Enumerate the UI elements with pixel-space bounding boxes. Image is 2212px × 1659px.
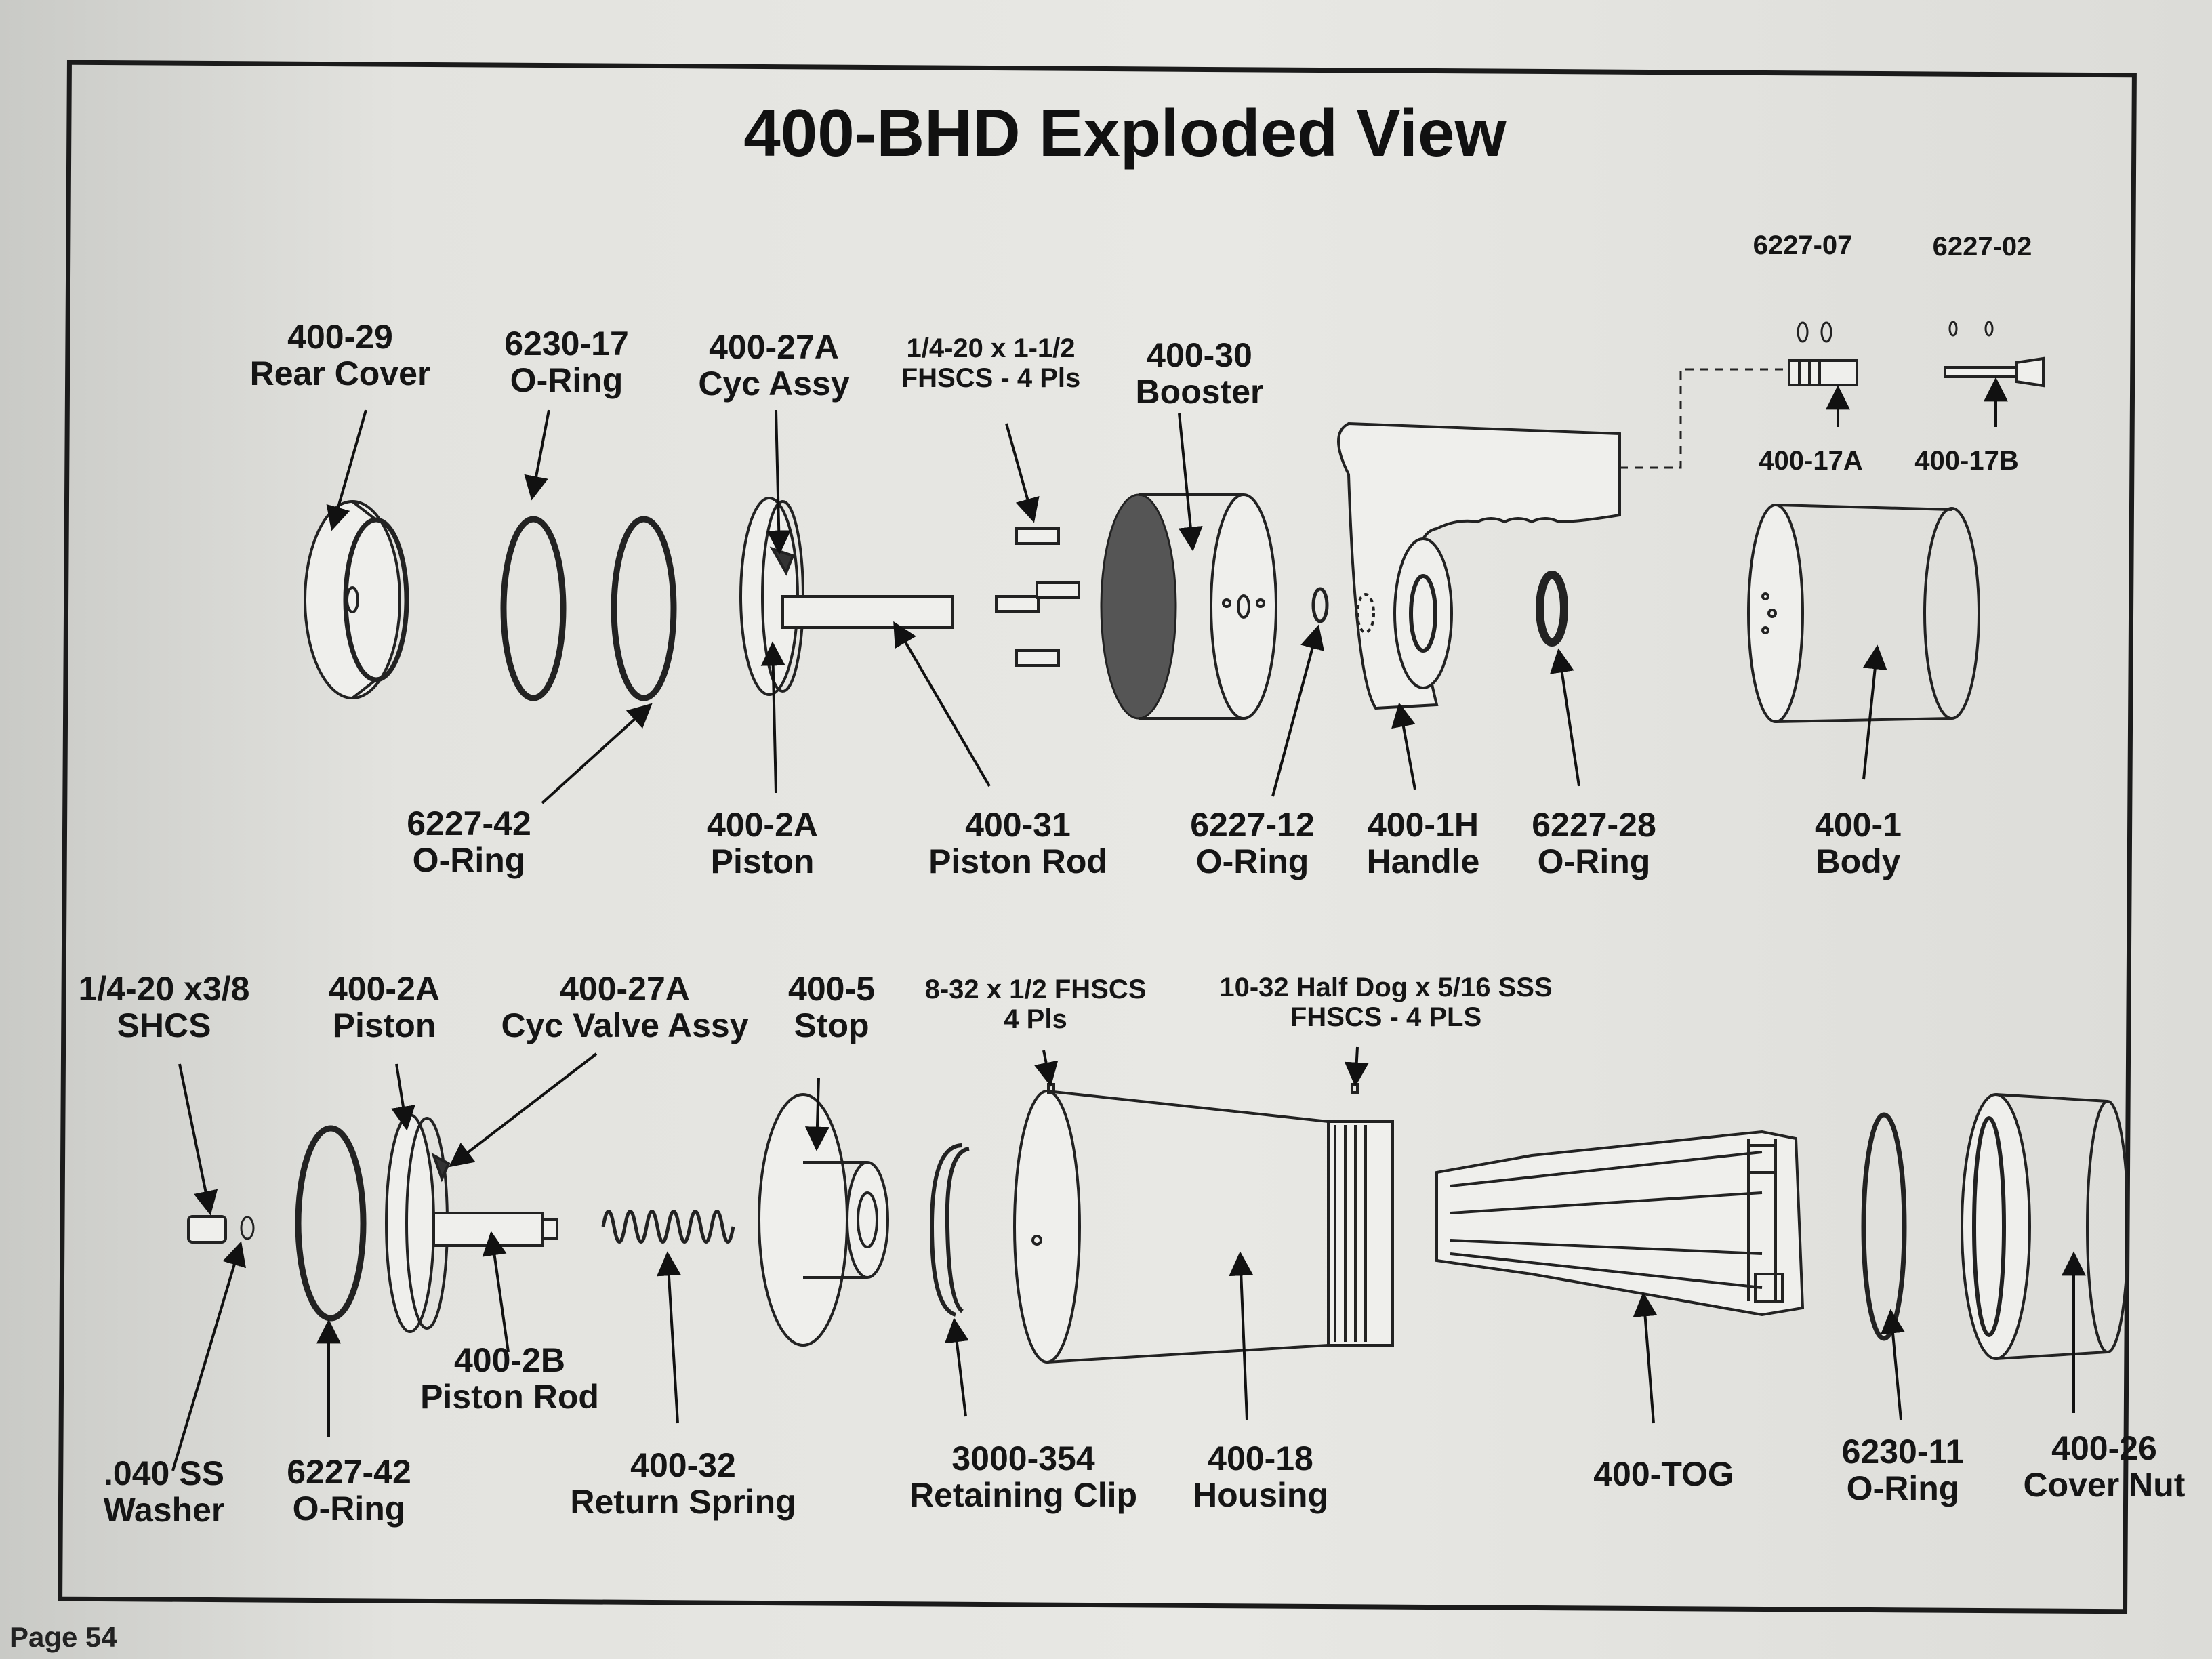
piston-400-2a-bottom-part xyxy=(385,1113,558,1333)
leader-tog xyxy=(1633,1292,1658,1424)
leader-cyc-valve xyxy=(449,1052,598,1168)
leader-housing xyxy=(1229,1251,1254,1420)
leader-fhscs xyxy=(1005,423,1040,523)
leader-body xyxy=(1862,644,1887,780)
shcs-screw-part xyxy=(187,1215,255,1244)
leader-piston-rod-bottom xyxy=(482,1231,510,1353)
fitting-400-17b-part xyxy=(1944,321,2045,388)
leader-piston-top xyxy=(760,641,785,794)
oring-6227-12-part xyxy=(1311,587,1329,623)
retaining-clip-part xyxy=(929,1143,970,1317)
label-fitting-b-part: 6227-02 xyxy=(1932,232,2032,262)
fhscs-screws-part xyxy=(995,527,1080,667)
leader-retaining-clip xyxy=(944,1317,969,1417)
leader-oring-6227-42-top xyxy=(541,703,653,804)
label-fitting-a-sub: 400-17A xyxy=(1759,446,1863,476)
housing-part xyxy=(1013,1083,1394,1364)
oring-6230-11-part xyxy=(1861,1112,1907,1341)
leader-cyc-assy xyxy=(766,409,792,555)
leader-piston-bottom xyxy=(391,1063,415,1131)
leader-rear-cover xyxy=(326,409,367,531)
leader-oring-6230-17 xyxy=(524,409,550,501)
leader-piston-rod xyxy=(893,621,991,787)
diagram-title: 400-BHD Exploded View xyxy=(743,96,1507,170)
leader-fhscs-832 xyxy=(1033,1050,1059,1087)
leader-washer xyxy=(171,1241,246,1471)
oring-6227-42-bottom-part xyxy=(295,1125,367,1322)
leader-oring-6227-28 xyxy=(1550,648,1580,787)
leader-half-dog xyxy=(1344,1046,1369,1087)
rear-cover-part xyxy=(304,500,409,699)
page-number: Page 54 xyxy=(9,1621,117,1653)
oring-6230-17-part xyxy=(500,516,567,701)
stop-part xyxy=(758,1093,889,1347)
leader-booster xyxy=(1178,413,1203,552)
booster-part xyxy=(1100,493,1277,720)
leader-return-spring xyxy=(656,1251,681,1424)
body-part xyxy=(1747,504,1980,723)
tog-part xyxy=(1435,1130,1805,1317)
leader-oring-6230-11 xyxy=(1881,1309,1905,1420)
oring-6227-28-part xyxy=(1536,571,1568,647)
oring-6227-42-top-part xyxy=(611,516,677,701)
leader-handle xyxy=(1391,702,1416,790)
label-fitting-b-sub: 400-17B xyxy=(1914,446,2019,476)
label-tog: 400-TOG xyxy=(1593,1455,1734,1493)
label-fitting-a-part: 6227-07 xyxy=(1753,230,1853,260)
fitting-400-17a-part xyxy=(1788,321,1858,386)
handle-link-line xyxy=(1620,368,1789,469)
return-spring-part xyxy=(601,1210,735,1244)
cover-nut-part xyxy=(1961,1093,2129,1360)
leader-stop xyxy=(804,1077,830,1151)
leader-oring-6227-12 xyxy=(1271,624,1324,797)
leader-shcs xyxy=(178,1063,218,1216)
handle-part xyxy=(1337,422,1621,710)
